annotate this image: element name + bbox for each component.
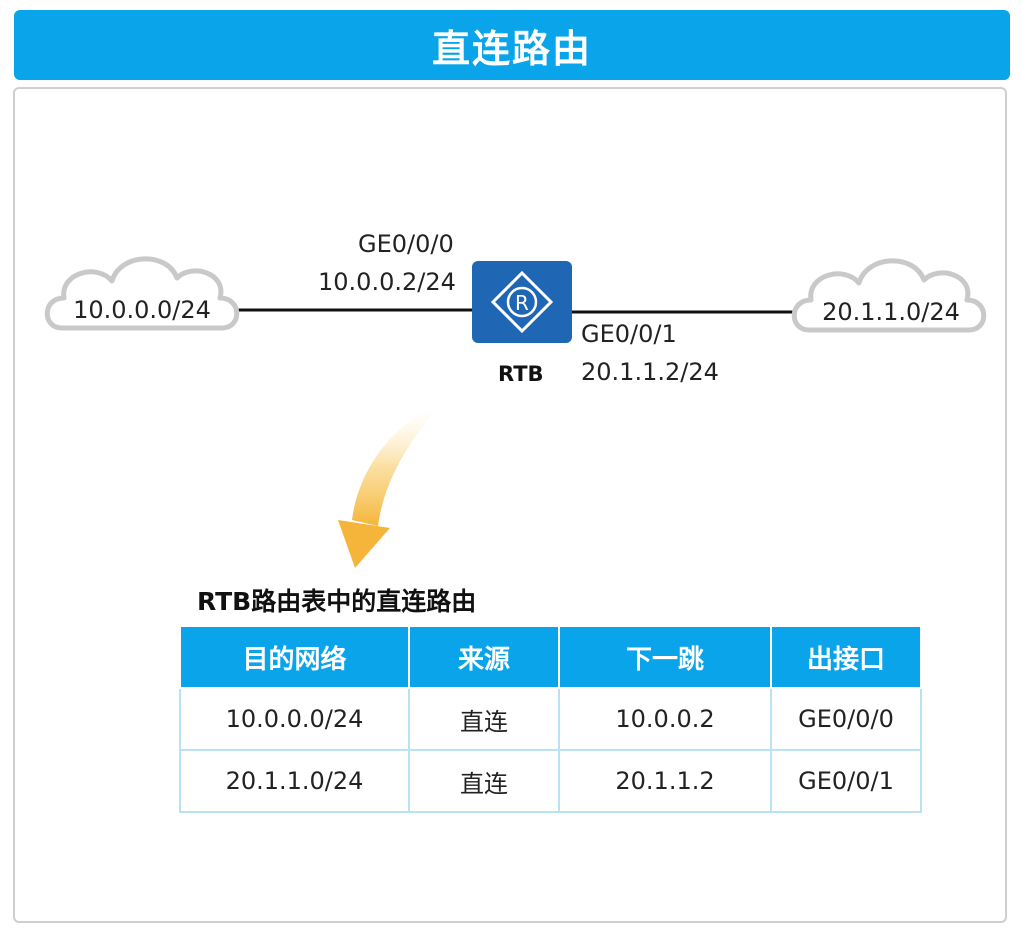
network-right-label: 20.1.1.0/24 [822,298,960,326]
cell-out-interface: GE0/0/1 [770,749,922,813]
interface-left-name: GE0/0/0 [358,230,454,258]
cell-destination: 10.0.0.0/24 [179,687,410,751]
header-out-interface: 出接口 [770,625,922,689]
cell-next-hop: 20.1.1.2 [558,749,772,813]
cell-destination: 20.1.1.0/24 [179,749,410,813]
interface-right-name: GE0/0/1 [581,320,677,348]
cloud-icon-left [44,256,240,331]
cell-source: 直连 [408,687,560,751]
cloud-icon-right [791,258,987,333]
curved-arrow-icon [338,405,440,568]
table-header-row: 目的网络 来源 下一跳 出接口 [179,625,922,689]
header-destination: 目的网络 [179,625,410,689]
routing-table: 目的网络 来源 下一跳 出接口 10.0.0.0/24 直连 10.0.0.2 … [179,625,922,813]
table-row: 20.1.1.0/24 直连 20.1.1.2 GE0/0/1 [179,749,922,813]
header-source: 来源 [408,625,560,689]
table-caption: RTB路由表中的直连路由 [197,587,477,616]
title-bar: 直连路由 [14,10,1010,80]
cell-next-hop: 10.0.0.2 [558,687,772,751]
header-next-hop: 下一跳 [558,625,772,689]
table-row: 10.0.0.0/24 直连 10.0.0.2 GE0/0/0 [179,687,922,751]
router-icon: R [472,261,572,343]
cell-source: 直连 [408,749,560,813]
page-title: 直连路由 [431,26,592,71]
interface-left-ip: 10.0.0.2/24 [318,268,456,296]
network-left-label: 10.0.0.0/24 [73,296,211,324]
interface-right-ip: 20.1.1.2/24 [581,358,719,386]
router-name: RTB [498,362,544,386]
router-icon-letter: R [515,291,529,315]
cell-out-interface: GE0/0/0 [770,687,922,751]
